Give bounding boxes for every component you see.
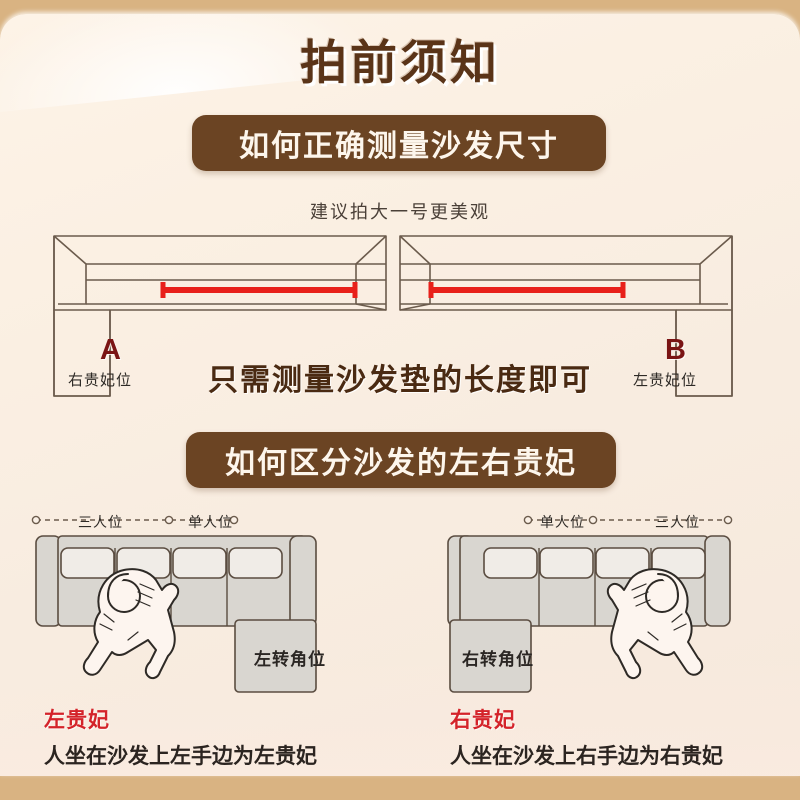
caption-right-chaise: 右贵妃 人坐在沙发上右手边为右贵妃 xyxy=(450,704,723,770)
dim-label-single-seat-right: 单人位 xyxy=(540,514,585,530)
sofa-diagram-left-chaise xyxy=(31,515,317,693)
corner-label-right: 右转角位 xyxy=(462,650,534,669)
dim-label-single-seat-left: 单人位 xyxy=(188,514,233,530)
measure-line-a xyxy=(160,282,358,298)
sofa-diagram-a xyxy=(53,235,387,397)
sofa-b-position-label: 左贵妃位 xyxy=(633,372,698,389)
caption-right-body: 人坐在沙发上右手边为右贵妃 xyxy=(450,745,723,768)
sofa-diagram-b xyxy=(399,235,733,397)
corner-label-left: 左转角位 xyxy=(254,650,326,669)
sofa-diagram-right-chaise xyxy=(447,515,733,693)
measure-line-b xyxy=(428,282,626,298)
sofa-b-letter: B xyxy=(665,334,686,366)
sofa-a-position-label: 右贵妃位 xyxy=(68,372,133,389)
person-figure-left xyxy=(82,568,180,680)
dim-label-three-seat-left: 三人位 xyxy=(78,514,123,530)
banner-measure-title: 如何正确测量沙发尺寸 xyxy=(192,115,606,171)
caption-right-head: 右贵妃 xyxy=(450,709,516,732)
sofa-a-letter: A xyxy=(100,334,121,366)
measure-instruction-caption: 只需测量沙发垫的长度即可 xyxy=(208,364,592,397)
caption-left-body: 人坐在沙发上左手边为左贵妃 xyxy=(44,745,317,768)
caption-left-chaise: 左贵妃 人坐在沙发上左手边为左贵妃 xyxy=(44,704,317,770)
dimension-line-left xyxy=(31,515,239,525)
content-layer: 拍前须知 如何正确测量沙发尺寸 建议拍大一号更美观 xyxy=(31,36,733,768)
dimension-line-right xyxy=(523,515,733,525)
sub-note-size-advice: 建议拍大一号更美观 xyxy=(310,202,490,222)
dim-label-three-seat-right: 三人位 xyxy=(655,514,700,530)
banner-distinguish-title: 如何区分沙发的左右贵妃 xyxy=(186,432,616,488)
page-title: 拍前须知 xyxy=(300,36,500,89)
person-figure-right xyxy=(606,568,704,680)
caption-left-head: 左贵妃 xyxy=(44,709,110,732)
